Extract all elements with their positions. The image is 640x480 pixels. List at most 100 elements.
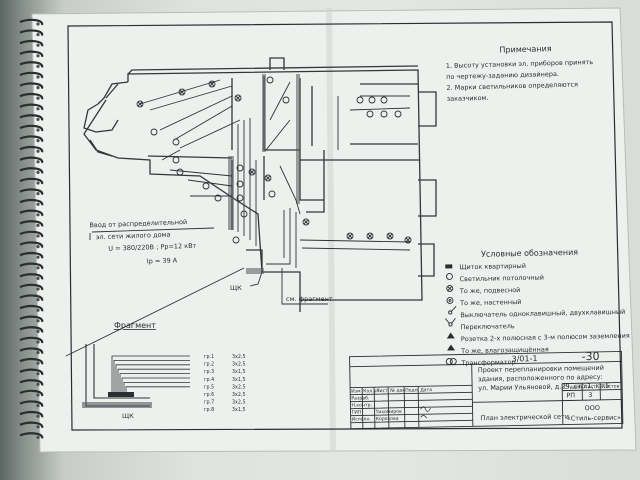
fragment-title: Фрагмент xyxy=(114,321,156,330)
spiral-ring xyxy=(19,50,44,58)
ceiling-light-fixture xyxy=(240,210,248,218)
punch-hole xyxy=(36,361,40,365)
ceiling-light-fixture xyxy=(172,156,180,164)
punch-hole xyxy=(36,202,40,206)
drawing-name: План электрической сети xyxy=(481,412,569,422)
spiral-ring xyxy=(19,209,44,217)
punch-hole xyxy=(36,139,40,143)
ceiling-light-fixture xyxy=(236,164,244,172)
fragment-group-name: гр.4 xyxy=(204,377,214,383)
fragment-group-cable: 3х1,5 xyxy=(232,407,246,413)
fragment-group-name: гр.6 xyxy=(204,392,214,398)
pendant-light-fixture xyxy=(386,232,394,240)
punch-hole xyxy=(36,181,40,185)
spiral-ring xyxy=(19,198,44,206)
drawing-frame xyxy=(67,21,623,431)
wall-hatching xyxy=(228,74,300,274)
pendant-light-symbol xyxy=(446,285,454,292)
punch-hole xyxy=(36,255,40,259)
notes-line-3: 2. Марки светильников определяются xyxy=(446,80,578,91)
punch-hole xyxy=(36,329,40,333)
notes-block: Примечания 1. Высоту установки эл. прибо… xyxy=(446,44,594,103)
punch-hole xyxy=(36,414,40,418)
ceiling-light-fixture xyxy=(368,96,376,104)
spiral-ring xyxy=(19,167,44,174)
pendant-light-fixture xyxy=(302,218,310,226)
ceiling-light-fixture xyxy=(202,182,210,190)
ceiling-light-fixture xyxy=(150,128,158,136)
fragment-group-name: гр.8 xyxy=(204,407,214,413)
fragment-leader xyxy=(281,268,328,305)
spiral-ring xyxy=(19,124,44,132)
spiral-ring xyxy=(19,389,44,397)
ceiling-light-fixture xyxy=(236,194,244,202)
ceiling-light-fixture xyxy=(394,110,402,118)
spiral-ring xyxy=(19,294,44,302)
punch-hole xyxy=(36,96,40,100)
legend-item-label: То же, настенный xyxy=(459,298,522,307)
input-note-line-2: эл. сети жилого дома xyxy=(96,231,171,242)
spiral-ring xyxy=(19,304,44,312)
fixtures xyxy=(136,76,412,244)
pendant-light-fixture xyxy=(234,94,242,102)
spiral-ring xyxy=(19,283,44,291)
sheets-header: Листов xyxy=(602,384,620,390)
spiral-ring xyxy=(19,156,44,164)
input-note-line-4: Iр = 39 А xyxy=(147,256,178,265)
spiral-ring xyxy=(19,262,44,270)
legend-item-label: Трансформатор xyxy=(460,358,515,367)
title-block: 3/01-1 -30 Проект перепланировки помещен… xyxy=(349,350,624,430)
paper-fold-shadow xyxy=(326,8,336,452)
org-sub: «Стиль-сервис» xyxy=(567,413,621,422)
sheet-header: Лист xyxy=(584,384,596,390)
fragment-plan xyxy=(82,344,152,408)
legend: Условные обозначения Щиток квартирныйСве… xyxy=(445,248,630,367)
ceiling-light-fixture xyxy=(172,138,180,146)
punch-hole xyxy=(36,43,40,47)
fragment-group-cable: 3х2,5 xyxy=(232,384,246,390)
spiral-ring xyxy=(19,357,44,365)
legend-item-label: Выключатель одноклавишный, двухклавишный xyxy=(460,308,625,319)
row-gip: ГИП xyxy=(352,409,362,415)
socket-waterproof-symbol xyxy=(447,344,456,351)
fragment-group-cable: 3х2,5 xyxy=(232,400,246,406)
fragment-panel xyxy=(108,392,134,397)
ceiling-light-fixture xyxy=(268,190,276,198)
input-note: Ввод от распределительной эл. сети жилог… xyxy=(89,218,196,265)
title-sheet-mark: -30 xyxy=(581,350,599,363)
panel-symbol xyxy=(445,264,453,269)
spiral-ring xyxy=(19,273,44,280)
punch-hole xyxy=(36,393,40,397)
project-desc-3: ул. Марии Ульяновой, д.29, стр.1, кв.5 xyxy=(478,382,609,393)
ceiling-light-fixture xyxy=(366,110,374,118)
punch-hole xyxy=(36,245,40,249)
wall-light-symbol xyxy=(446,297,454,304)
spiral-ring xyxy=(19,39,44,47)
spiral-ring xyxy=(19,145,44,153)
punch-hole xyxy=(36,382,40,386)
punch-hole xyxy=(36,276,40,280)
fragment-group-cable: 3х2,5 xyxy=(232,392,246,398)
spiral-ring xyxy=(19,188,44,196)
ceiling-light-fixture xyxy=(214,194,222,202)
legend-item-label: Розетка 2-х полюсная с 3-м полюсом зазем… xyxy=(461,332,630,344)
changeover-switch-symbol xyxy=(445,318,456,327)
fragment-group-cable: 3х1,5 xyxy=(232,369,246,375)
fragment-cable xyxy=(123,382,190,396)
fragment-group-name: гр.3 xyxy=(204,369,214,375)
input-note-line-1: Ввод от распределительной xyxy=(89,218,187,229)
col-podp: Подп. xyxy=(405,387,419,393)
legend-title: Условные обозначения xyxy=(481,248,578,259)
punch-hole xyxy=(36,319,40,323)
punch-hole xyxy=(36,351,40,355)
punch-hole xyxy=(36,128,40,132)
spiral-ring xyxy=(19,315,44,323)
row-razrab: Разраб. xyxy=(351,395,369,401)
switch-symbol xyxy=(448,306,457,315)
spiral-ring xyxy=(19,410,44,418)
notes-line-2: по чертежу-заданию дизайнера. xyxy=(446,70,559,81)
notes-title: Примечания xyxy=(499,44,552,54)
shk-label: ЩК xyxy=(230,284,242,292)
spiral-ring xyxy=(19,135,44,143)
punch-hole xyxy=(36,340,40,344)
